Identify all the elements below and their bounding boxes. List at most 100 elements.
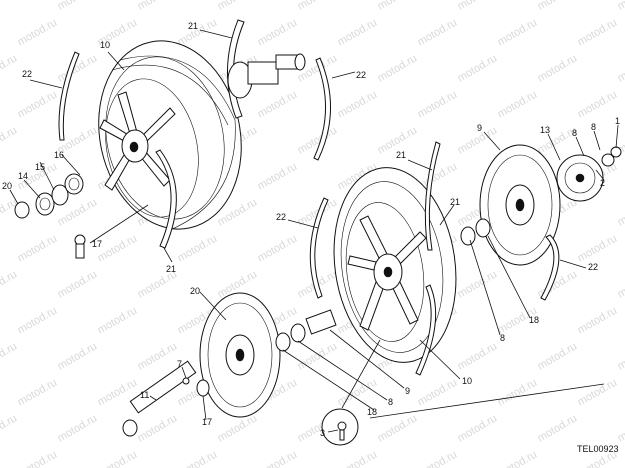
sprocket: [556, 146, 622, 202]
watermark-text: motod.ru: [56, 268, 100, 300]
callout-1: 1: [615, 116, 620, 126]
watermark-text: motod.ru: [496, 448, 540, 468]
callout-22: 22: [356, 70, 366, 80]
watermark-text: motod.ru: [256, 16, 300, 48]
callout-8: 8: [500, 333, 505, 343]
callout-7: 10: [100, 40, 110, 50]
callout-17: 17: [202, 417, 212, 427]
watermark-text: motod.ru: [0, 268, 19, 300]
watermark-text: motod.ru: [376, 412, 420, 444]
watermark-text: motod.ru: [0, 52, 19, 84]
watermark-text: motod.ru: [16, 448, 60, 468]
watermark-text: motod.ru: [376, 52, 420, 84]
watermark-text: motod.ru: [336, 448, 380, 468]
callout-15: 16: [54, 150, 64, 160]
watermark-text: motod.ru: [0, 340, 19, 372]
callout-labels: 21 10 22 22 16 15 14 20 17 21 21 22 21 9…: [2, 21, 620, 454]
callout-21: 21: [450, 197, 460, 207]
rear-left-spacers: [14, 173, 86, 259]
front-wheel: [309, 141, 457, 376]
callout-22: 22: [276, 212, 286, 222]
watermark-text: motod.ru: [616, 268, 625, 300]
callout-3: 3: [320, 428, 325, 438]
watermark-text: motod.ru: [616, 340, 625, 372]
watermark-text: motod.ru: [16, 16, 60, 48]
watermark-text: motod.ru: [216, 0, 260, 13]
watermark-text: motod.ru: [416, 88, 460, 120]
leader-lines: [9, 29, 619, 433]
watermark-text: motod.ru: [16, 304, 60, 336]
callout-9: 9: [405, 386, 410, 396]
callout-19: 20: [2, 181, 12, 191]
callout-18: 18: [367, 407, 377, 417]
watermark-text: motod.ru: [616, 412, 625, 444]
front-spacers: [275, 218, 491, 352]
watermark-text: motod.ru: [136, 340, 180, 372]
watermark-text: motod.ru: [616, 52, 625, 84]
watermark-text: motod.ru: [0, 412, 19, 444]
callout-21: 21: [396, 150, 406, 160]
watermark-text: motod.ru: [416, 448, 460, 468]
callout-8: 8: [388, 397, 393, 407]
watermark-text: motod.ru: [456, 268, 500, 300]
front-brake-disc-left: [199, 292, 281, 418]
callout-4: 7: [177, 359, 182, 369]
watermark-text: motod.ru: [536, 340, 580, 372]
watermark-text: motod.ru: [0, 124, 19, 156]
watermark-text: motod.ru: [136, 412, 180, 444]
callout-4: 8: [572, 128, 577, 138]
watermark-text: motod.ru: [616, 0, 625, 13]
callout-16: 17: [92, 239, 102, 249]
callout-18: 18: [529, 315, 539, 325]
callout-11: 11: [140, 390, 149, 400]
watermark-text: motod.ru: [536, 0, 580, 13]
watermark-text: motod.ru: [456, 52, 500, 84]
watermark-text: motod.ru: [56, 340, 100, 372]
callout-6: 8: [591, 122, 596, 132]
callout-2: 2: [600, 178, 605, 188]
callout-21: 21: [188, 21, 198, 31]
callout-22: 22: [22, 69, 32, 79]
watermark-text: motod.ru: [376, 0, 420, 13]
watermark-text: motod.ru: [256, 448, 300, 468]
callout-10: 10: [462, 376, 472, 386]
front-axle: [122, 360, 210, 437]
watermark-text: motod.ru: [256, 232, 300, 264]
watermark-text: motod.ru: [536, 412, 580, 444]
front-brake-disc-right: [479, 144, 561, 301]
watermark-text: motod.ru: [576, 16, 620, 48]
watermark-text: motod.ru: [416, 376, 460, 408]
callout-21: 21: [166, 264, 176, 274]
watermark-text: motod.ru: [136, 0, 180, 13]
watermark-text: motod.ru: [496, 88, 540, 120]
watermark-text: motod.ru: [176, 448, 220, 468]
watermark-text: motod.ru: [256, 88, 300, 120]
watermark-text: motod.ru: [536, 52, 580, 84]
watermark-text: motod.ru: [56, 0, 100, 13]
dimension-line: [369, 383, 605, 419]
callout-13: 14: [18, 171, 28, 181]
watermark-text: motod.ru: [576, 88, 620, 120]
watermark-text: motod.ru: [336, 16, 380, 48]
watermark-text: motod.ru: [96, 232, 140, 264]
watermark-text: motod.ru: [96, 304, 140, 336]
rear-axle-assembly: [226, 19, 331, 161]
watermark-text: motod.ru: [416, 16, 460, 48]
detail-circle-3: [321, 408, 359, 446]
watermark-text: motod.ru: [16, 232, 60, 264]
watermark-text: motod.ru: [256, 160, 300, 192]
watermark-text: motod.ru: [296, 0, 340, 13]
callout-5: 9: [477, 123, 482, 133]
watermark-text: motod.ru: [0, 0, 19, 13]
rear-wheel: [58, 40, 242, 249]
watermark-text: motod.ru: [336, 88, 380, 120]
callout-20: 20: [190, 286, 200, 296]
watermark-text: motod.ru: [176, 232, 220, 264]
watermark-text: motod.ru: [456, 412, 500, 444]
callout-14: 15: [35, 162, 45, 172]
watermark-text: motod.ru: [576, 232, 620, 264]
watermark-text: motod.ru: [496, 16, 540, 48]
drawing-code: TEL00923: [577, 444, 619, 454]
